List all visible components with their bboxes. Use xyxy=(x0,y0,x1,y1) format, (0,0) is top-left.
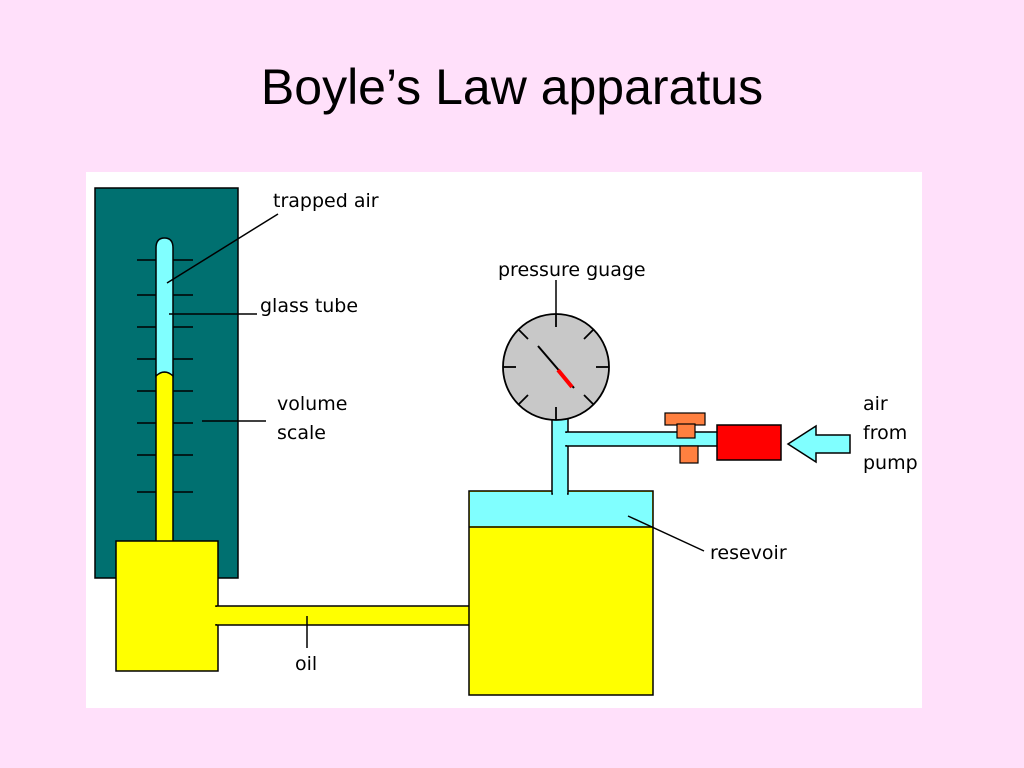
gauge-air-pipe xyxy=(551,417,569,495)
slide-title: Boyle’s Law apparatus xyxy=(260,59,764,115)
label-reservoir: resevoir xyxy=(710,542,787,564)
boyles-law-diagram: trapped air glass tube volume scale pres… xyxy=(94,187,918,696)
pump-air-pipe xyxy=(565,431,723,447)
label-leader-lines xyxy=(166,213,705,648)
label-volume-scale-line1: volume xyxy=(277,393,347,415)
glass-tube-oil-column xyxy=(155,371,174,545)
label-volume-scale-line2: scale xyxy=(277,422,326,444)
oil-connecting-pipe xyxy=(215,605,473,626)
diagram-panel: trapped air glass tube volume scale pres… xyxy=(86,172,922,708)
label-trapped-air: trapped air xyxy=(273,190,379,212)
label-air-from-pump-line1: air xyxy=(863,393,888,415)
pump xyxy=(716,424,782,461)
air-flow-arrow xyxy=(786,424,851,464)
valve xyxy=(664,412,706,464)
label-pressure-gauge: pressure guage xyxy=(498,259,646,281)
gauge-needle xyxy=(537,345,575,389)
trapped-air-column xyxy=(155,237,174,378)
lower-oil-block xyxy=(115,540,219,672)
label-air-from-pump-line2: from xyxy=(863,422,907,444)
label-glass-tube: glass tube xyxy=(260,295,358,317)
reservoir-air-space xyxy=(470,492,652,526)
label-air-from-pump-line3: pump xyxy=(863,452,918,474)
label-oil: oil xyxy=(295,653,317,675)
